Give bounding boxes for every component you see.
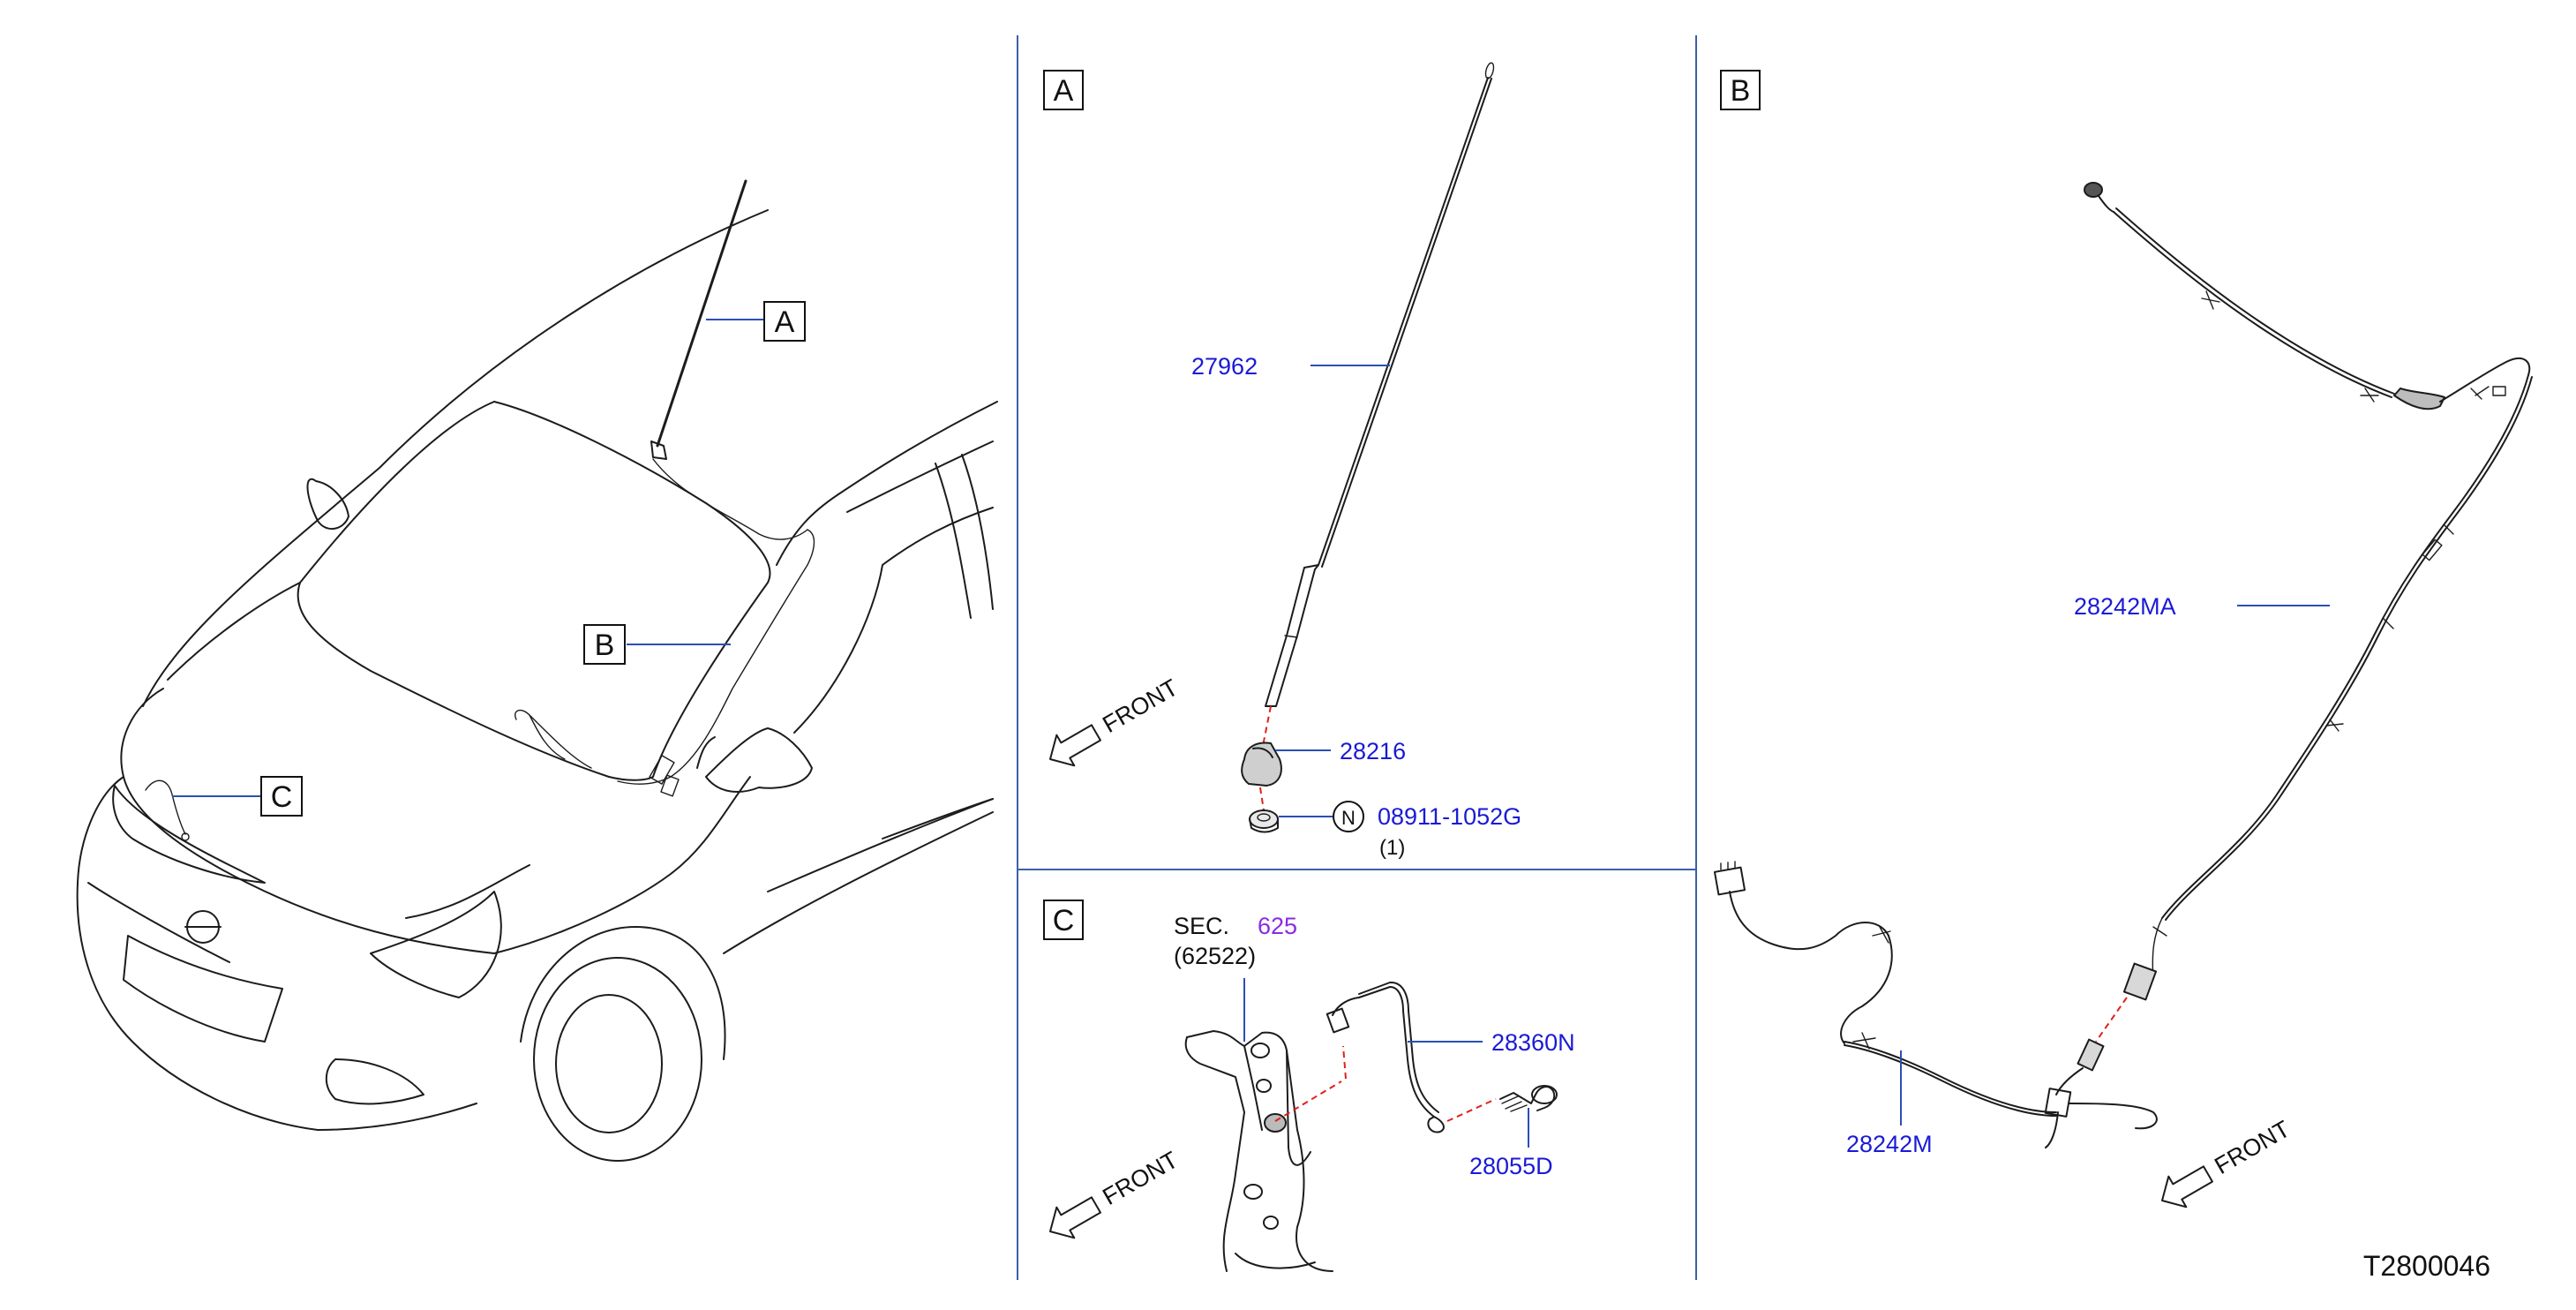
- front-arrow-icon: [1049, 724, 1101, 767]
- panel-b-letter: B: [1731, 74, 1751, 108]
- front-indicator-c: FRONT: [1049, 1147, 1183, 1239]
- antenna-rod-drawing: [1265, 62, 1495, 707]
- callout-c[interactable]: C: [172, 776, 303, 817]
- part-28055d[interactable]: 28055D: [1469, 1108, 1553, 1179]
- front-arrow-icon: [2161, 1165, 2213, 1208]
- part-08911-1052g[interactable]: N 08911-1052G (1): [1279, 801, 1521, 860]
- diagram-id: T2800046: [2363, 1250, 2490, 1282]
- part-number-28242ma: 28242MA: [2074, 593, 2176, 620]
- section-reference[interactable]: SEC. 625 (62522): [1174, 913, 1297, 1042]
- panel-b: B: [1713, 70, 2533, 1208]
- panel-a-tag: [1043, 70, 1084, 110]
- bolt-drawing: [1499, 1085, 1558, 1112]
- part-28242m[interactable]: 28242M: [1846, 1050, 1933, 1157]
- front-label-c: FRONT: [1098, 1147, 1183, 1210]
- car-body-outline: [76, 209, 998, 1162]
- part-28242ma[interactable]: 28242MA: [2074, 593, 2330, 620]
- nut-quantity: (1): [1379, 836, 1405, 860]
- car-overview: A B C: [76, 179, 998, 1162]
- front-arrow-icon: [1049, 1196, 1101, 1239]
- panel-a-letter: A: [1054, 74, 1074, 108]
- nut-symbol: N: [1341, 807, 1356, 829]
- front-indicator-b: FRONT: [2161, 1116, 2294, 1208]
- part-27962[interactable]: 27962: [1191, 353, 1390, 380]
- overview-antenna: [514, 179, 815, 797]
- panel-c: C SEC. 625 (62522): [1043, 900, 1575, 1272]
- callout-c-label: C: [271, 780, 293, 814]
- front-label-a: FRONT: [1098, 674, 1183, 738]
- callout-a[interactable]: A: [706, 301, 806, 342]
- ground-cable-drawing: [1274, 981, 1497, 1133]
- part-number-28055d: 28055D: [1469, 1153, 1553, 1179]
- part-28360n[interactable]: 28360N: [1408, 1029, 1575, 1056]
- front-label-b: FRONT: [2210, 1116, 2294, 1179]
- panel-dividers: [1017, 35, 1697, 1280]
- panel-a: A 27962 28216: [1043, 62, 1521, 860]
- section-number: 625: [1258, 913, 1297, 939]
- panel-b-tag: [1720, 70, 1761, 110]
- section-ref-code: (62522): [1174, 943, 1256, 969]
- part-number-08911-1052g: 08911-1052G: [1378, 803, 1521, 830]
- callout-a-label: A: [775, 305, 795, 339]
- panel-c-tag: [1043, 900, 1084, 940]
- overview-ground-cable: [145, 779, 190, 841]
- section-prefix: SEC.: [1174, 913, 1229, 939]
- antenna-base-drawing: [1241, 705, 1282, 833]
- part-number-27962: 27962: [1191, 353, 1258, 380]
- callout-b[interactable]: B: [583, 624, 731, 665]
- part-number-28216: 28216: [1340, 738, 1406, 764]
- nut-symbol-circle: [1333, 801, 1364, 832]
- radiator-core-bracket-drawing: [1184, 1030, 1333, 1272]
- front-indicator-a: FRONT: [1049, 674, 1183, 767]
- part-number-28242m: 28242M: [1846, 1131, 1933, 1157]
- part-28216[interactable]: 28216: [1275, 738, 1406, 764]
- part-number-28360n: 28360N: [1491, 1029, 1575, 1056]
- panel-c-letter: C: [1053, 904, 1075, 937]
- callout-b-label: B: [595, 629, 615, 662]
- feeder-harness-drawing: [1713, 182, 2533, 1148]
